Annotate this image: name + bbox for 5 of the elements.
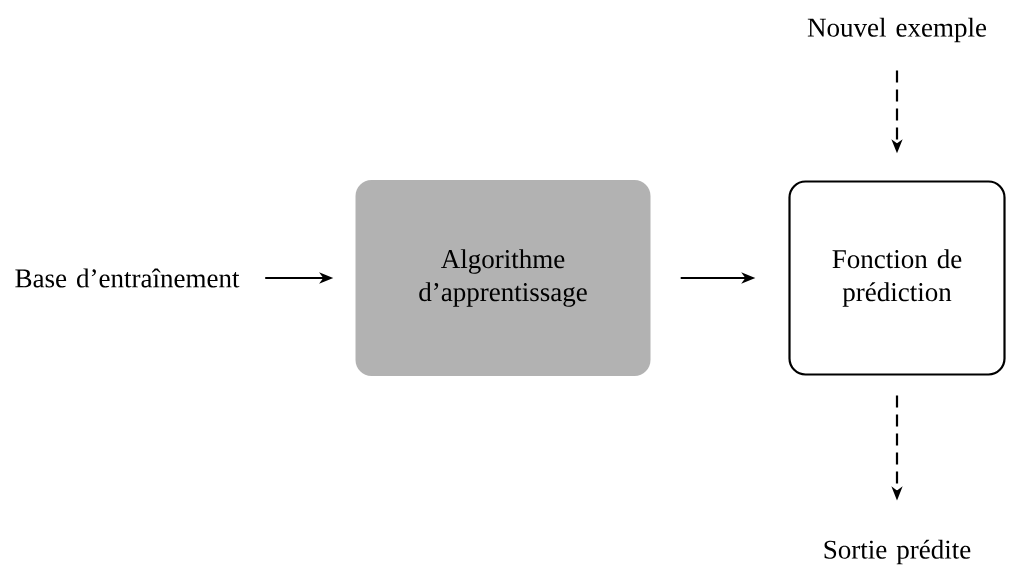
process-box: Fonction de prédiction [788, 180, 1006, 376]
node-label: Base d’entraînement [15, 268, 240, 288]
node-label: Nouvel exemple [807, 17, 987, 43]
process-box: Algorithme d’apprentissage [355, 180, 651, 376]
node-label: Sortie prédite [824, 539, 971, 565]
